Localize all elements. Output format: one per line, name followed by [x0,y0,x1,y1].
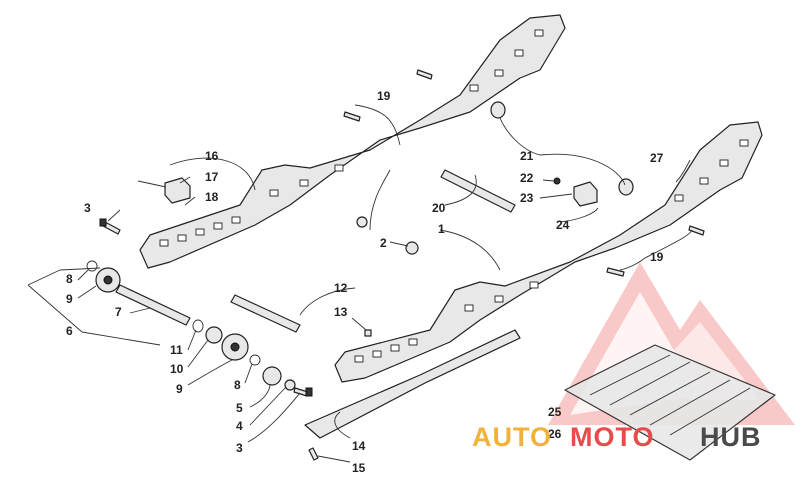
label-1: 1 [438,222,445,236]
track-25 [564,344,776,461]
cross-shaft-20 [440,169,516,213]
rail-slot [699,177,709,185]
label-23: 23 [520,191,534,205]
label-6: 6 [66,324,73,338]
rail-slot [494,69,504,77]
label-13: 13 [334,305,348,319]
rail-slot [408,338,418,346]
label-11: 11 [170,343,183,357]
spacer-5 [262,366,282,386]
rail-slot [464,304,474,312]
rail-slot [195,228,205,236]
rail-slot [213,222,223,230]
washer-4 [284,379,296,391]
watermark-text: AUTO MOTO HUB [472,422,762,452]
ring-8-right [249,354,261,366]
label-18: 18 [205,190,219,204]
watermark-auto: AUTO [472,422,552,452]
label-26: 26 [548,427,562,441]
bushing-21 [490,101,506,119]
rail-slot [390,344,400,352]
rail-slot [469,84,479,92]
rail-slot [739,139,749,147]
rail-slot [674,194,684,202]
label-19-upper: 19 [377,89,391,103]
rail-slot [231,216,241,224]
label-7: 7 [115,305,122,319]
bolt-19-upper-b [343,111,361,122]
pin-16 [137,180,167,188]
leader-lines [27,104,693,463]
rail-slot [177,234,187,242]
wheel-9-right [221,333,249,361]
rail-slot [159,239,169,247]
watermark-moto: MOTO [570,422,655,452]
label-15: 15 [352,461,366,475]
ring-8-left [86,260,98,272]
label-12: 12 [334,281,348,295]
label-3-upper: 3 [84,201,91,215]
label-19-lower: 19 [650,250,664,264]
label-2: 2 [380,236,387,250]
rail-slot [514,49,524,57]
label-9-right: 9 [176,382,183,396]
snap-ring-11 [192,319,204,333]
label-4: 4 [236,419,243,433]
label-8-left: 8 [66,272,73,286]
label-22: 22 [520,171,534,185]
wheel-9-left [95,267,121,293]
bolt-19-lower [606,267,625,277]
label-8-right: 8 [234,378,241,392]
label-27: 27 [650,151,664,165]
label-16: 16 [205,149,219,163]
label-10: 10 [170,362,184,376]
cross-shaft-12 [230,294,301,333]
washer-2a [356,216,368,228]
label-25: 25 [548,405,562,419]
washer-2b [405,241,419,255]
label-24: 24 [556,218,570,232]
label-9-left: 9 [66,292,73,306]
bolt-15 [308,447,319,461]
label-14: 14 [352,439,366,453]
label-3-lower: 3 [236,441,243,455]
rail-slot [534,29,544,37]
label-17: 17 [205,170,219,184]
rail-slot [372,350,382,358]
bolt-19-upper-a [416,69,433,80]
rail-slot [269,189,279,197]
block-17 [164,177,191,204]
bolt-3-upper [99,218,121,235]
bolt-19-side [688,225,705,236]
rail-slot [719,159,729,167]
label-5: 5 [236,401,243,415]
slide-14 [304,329,521,439]
part-number-labels: 1 2 3 3 4 5 6 7 8 8 9 9 10 11 12 13 14 1… [66,89,664,475]
rail-slot [354,355,364,363]
rail-slot [494,295,504,303]
rail-upper [139,14,566,269]
clip-13 [364,329,372,337]
nut-22 [553,177,561,185]
label-21: 21 [520,149,534,163]
bushing-21b [618,178,634,196]
rail-lower [334,121,763,383]
rail-slot [529,281,539,289]
rail-slot [334,164,344,172]
rail-slot [299,179,309,187]
bearing-10 [205,326,223,344]
watermark-hub: HUB [700,422,762,452]
block-23 [573,181,598,207]
bolt-3-lower [293,387,313,397]
axle-7 [115,284,191,326]
label-20: 20 [432,201,446,215]
